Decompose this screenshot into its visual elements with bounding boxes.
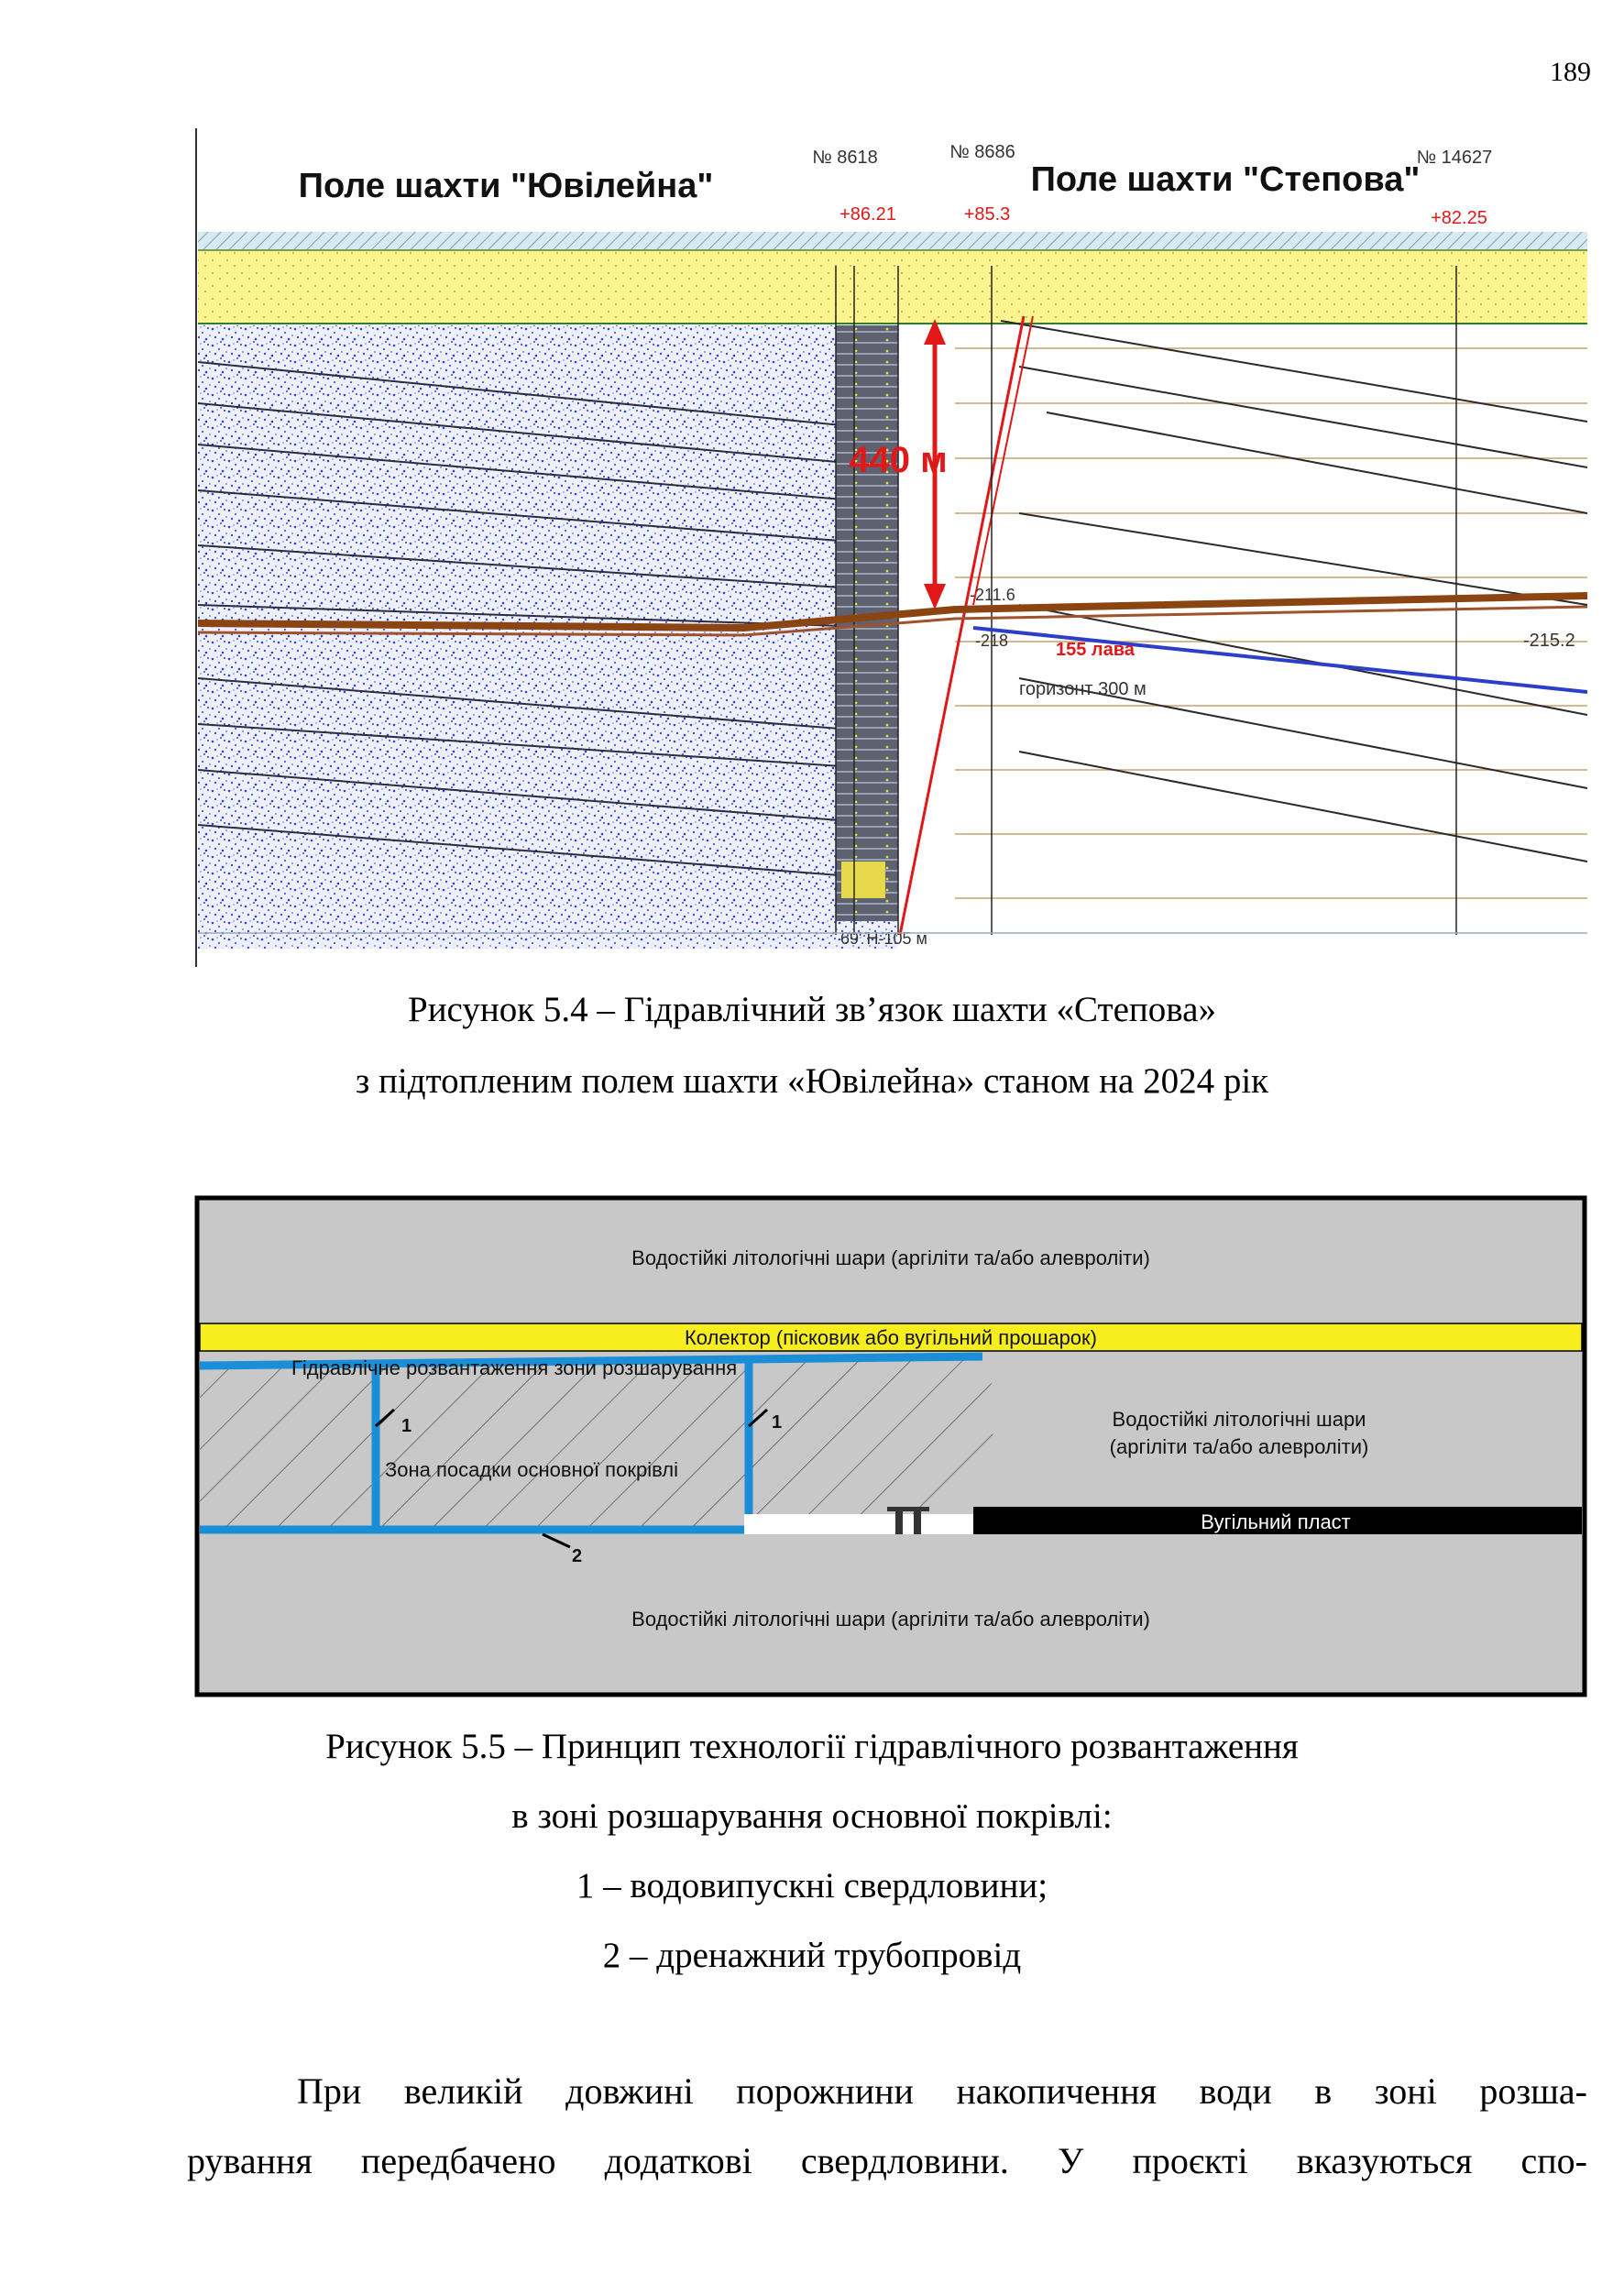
figure-5-5-caption-line4: 2 – дренажний трубопровід [602,1936,1022,1975]
fault-line [898,315,1026,936]
figure-5-4-caption-line2: з підтопленим полем шахти «Ювілейна» ста… [355,1061,1269,1101]
longwall-label: 155 лава [1056,640,1136,660]
surface-hatch-layer [198,232,1587,250]
marker-1-left: 1 [401,1416,411,1436]
workings-line [972,626,1587,694]
figure-5-5-caption-line3: 1 – водовипускні свердловини; [576,1866,1048,1905]
marker-2: 2 [572,1546,582,1566]
figure-5-4-section: Поле шахти "Ювілейна" Поле шахти "Степов… [195,128,1587,967]
horizon-label: горизонт 300 м [1019,679,1147,699]
coal-seam-band [197,592,1587,632]
level-label-2: -218 [975,631,1008,650]
bottom-label: 69' Н-105 м [840,929,927,948]
level-label-3: -215.2 [1523,631,1575,651]
elevation-label-3: +82.25 [1431,208,1487,228]
bottom-layer-label: Водостійкі літологічні шари (аргіліти та… [631,1608,1150,1631]
right-layer-label-line2: (аргіліти та/або алевроліти) [1110,1435,1369,1458]
support-area [744,1514,973,1534]
elevation-label-1: +86.21 [839,204,896,225]
figure-5-5-diagram: Водостійкі літологічні шари (аргіліти та… [194,1195,1587,1697]
elevation-label-2: +85.3 [964,204,1011,225]
right-strata-brown [955,347,1587,899]
field-title-right: Поле шахти "Степова" [1031,160,1421,199]
zone-label: Зона посадки основної покрівлі [385,1458,678,1481]
right-layer-label-line1: Водостійкі літологічні шари [1113,1408,1366,1431]
sand-layer [198,250,1587,324]
level-label-1: -211.6 [970,586,1015,604]
figure-5-4-caption-line1: Рисунок 5.4 – Гідравлічний зв’язок шахти… [408,990,1216,1029]
collector-label: Колектор (пісковик або вугільний прошаро… [685,1326,1097,1349]
figure-5-5-caption-line2: в зоні розшарування основної покрівлі: [511,1796,1113,1836]
top-layer-label: Водостійкі літологічні шари (аргіліти та… [631,1246,1150,1269]
coal-seam-label: Вугільний пласт [1201,1510,1351,1533]
flooded-field-ymileina [198,325,897,949]
right-strata-dark [1000,320,1587,862]
borehole-label-3: № 14627 [1417,148,1493,168]
field-stepova [955,325,1587,935]
borehole-label-1: № 8618 [812,148,878,168]
field-title-left: Поле шахти "Ювілейна" [299,167,714,205]
body-paragraph-line2: рування передбачено додаткові свердловин… [187,2140,1587,2181]
relief-label: Гідравлічне розвантаження зони розшарува… [291,1356,737,1379]
coal-seam [973,1507,1582,1534]
depth-label: 440 м [849,440,947,480]
marker-1-right: 1 [772,1412,782,1433]
figure-5-5-caption-line1: Рисунок 5.5 – Принцип технології гідравл… [325,1727,1299,1766]
relief-channel [199,1352,983,1370]
page-number: 189 [1550,57,1591,87]
collapse-zone [200,1356,993,1531]
left-strata [197,361,898,881]
borehole-label-2: № 8686 [949,142,1015,162]
collector-layer [199,1323,1583,1352]
body-paragraph-line1: При великій довжині порожнини накопиченн… [297,2070,1587,2112]
